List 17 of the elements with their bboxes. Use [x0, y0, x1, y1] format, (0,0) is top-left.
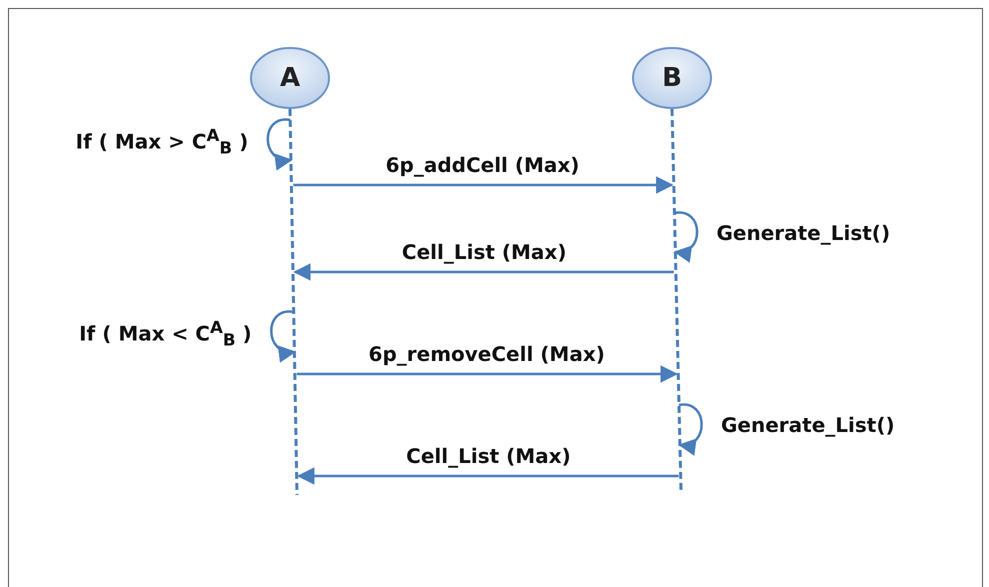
message-arrow — [296, 365, 678, 383]
message-label: Cell_List (Max) — [406, 444, 571, 468]
participant-lifeline: B — [632, 47, 712, 490]
message-arrow — [293, 176, 674, 194]
participant-lifeline: A — [250, 47, 330, 495]
self-message-arrow — [266, 118, 293, 169]
message-label: 6p_removeCell (Max) — [368, 342, 605, 366]
message-label: 6p_addCell (Max) — [386, 153, 580, 177]
self-message-arrow — [678, 403, 703, 454]
message-label: Cell_List (Max) — [402, 240, 566, 264]
message-arrow — [293, 263, 674, 281]
message-arrow — [296, 467, 679, 485]
condition-label: Generate_List() — [720, 413, 895, 437]
condition-label: If ( Max < C$^{A}$$_{B}$ ) — [79, 317, 252, 352]
condition-label: Generate_List() — [716, 220, 890, 244]
self-message-arrow — [674, 211, 698, 261]
condition-label: If ( Max > C$^{A}$$_{B}$ ) — [76, 125, 248, 160]
